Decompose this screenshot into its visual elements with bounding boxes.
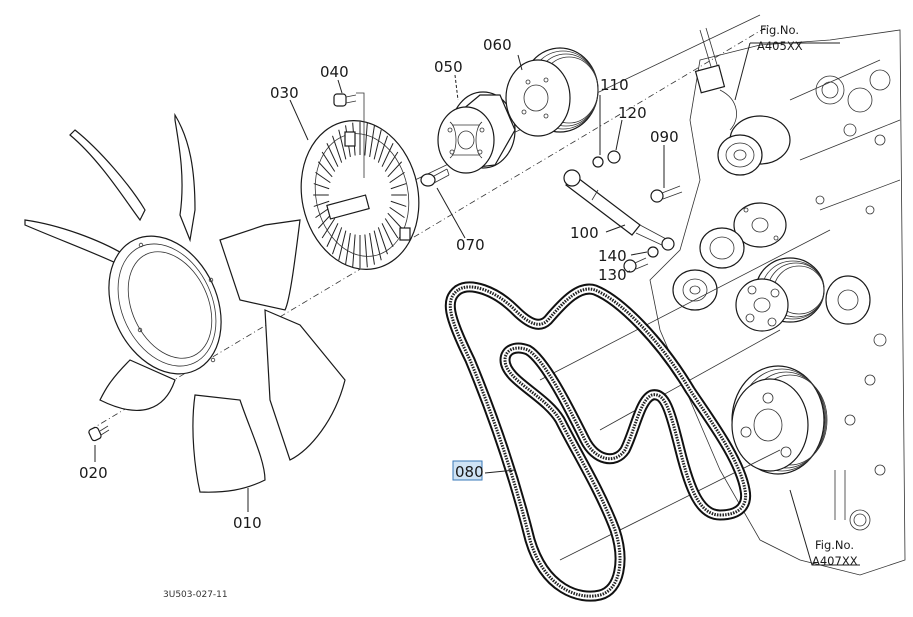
cooling-fin: [390, 183, 407, 190]
label-120[interactable]: 120: [618, 104, 647, 122]
bolt-070: [420, 168, 450, 187]
right-idler-pulley: [825, 275, 871, 325]
cooling-fin: [384, 218, 399, 239]
callout-labels: 030 040 050 060 110 120 090 100 140 130 …: [79, 23, 858, 600]
label-010[interactable]: 010: [233, 514, 262, 532]
label-050[interactable]: 050: [434, 58, 463, 76]
cooling-fin: [384, 151, 399, 172]
cooling-fin: [313, 200, 330, 207]
label-080[interactable]: 080: [455, 463, 484, 481]
cooling-fin: [364, 234, 368, 268]
alternator-pulley: [735, 257, 825, 332]
leader-lines: [94, 42, 860, 566]
cooling-fin: [369, 125, 375, 158]
nut-120: [607, 150, 621, 164]
cooling-fin: [317, 161, 333, 178]
label-060[interactable]: 060: [483, 36, 512, 54]
cooling-fin: [390, 200, 407, 207]
label-100[interactable]: 090: [650, 128, 679, 146]
belt-080: [444, 281, 752, 602]
fan-pulley-060: [505, 47, 599, 137]
cooling-fin: [313, 183, 330, 190]
cooling-fin: [332, 227, 343, 255]
upper-idler-pulley: [717, 115, 791, 176]
washer-110: [592, 156, 604, 168]
label-030[interactable]: 030: [270, 84, 299, 102]
label-080-highlight: [452, 460, 483, 481]
fan-010: [24, 112, 346, 493]
cooling-fin: [338, 230, 347, 261]
engine-block: [649, 27, 906, 576]
cooling-fin: [373, 230, 382, 261]
fig-ref-a407-line1[interactable]: Fig.No.: [815, 538, 854, 552]
washer-140: [647, 246, 659, 258]
fig-ref-a405-line1[interactable]: Fig.No.: [760, 23, 799, 37]
cooling-fin: [381, 223, 394, 247]
bolt-100: [650, 185, 683, 203]
fan-clutch-030: [300, 120, 420, 270]
cooling-fin: [389, 171, 405, 184]
crankshaft-pulley: [731, 365, 828, 475]
cooling-fin: [389, 206, 405, 219]
spacer-050: [437, 91, 516, 174]
cooling-fin: [321, 218, 336, 239]
cooling-fin: [345, 232, 351, 265]
cooling-fin: [373, 129, 382, 160]
water-pump-flange: [733, 202, 787, 248]
cooling-fin: [369, 232, 375, 265]
label-130[interactable]: 130: [598, 266, 627, 284]
cooling-fin: [321, 151, 336, 172]
cooling-fin: [352, 234, 356, 268]
cooling-fin: [377, 227, 388, 255]
cooling-fin: [332, 135, 343, 163]
fig-ref-a407-line2[interactable]: A407XX: [812, 554, 858, 568]
bolt-020: [88, 425, 110, 442]
drawing-code: 3U503-027-11: [163, 590, 228, 600]
cooling-fin: [387, 212, 403, 229]
cooling-fin: [364, 122, 368, 156]
bolt-040: [333, 92, 365, 178]
label-020[interactable]: 020: [79, 464, 108, 482]
label-090[interactable]: 100: [570, 224, 599, 242]
label-140[interactable]: 140: [598, 247, 627, 265]
label-110[interactable]: 110: [600, 76, 629, 94]
cooling-fin: [326, 223, 339, 247]
fig-ref-a405-line2[interactable]: A405XX: [757, 39, 803, 53]
bolt-130: [623, 257, 649, 273]
label-040[interactable]: 040: [320, 63, 349, 81]
tensioner-090: [563, 169, 675, 251]
cooling-fin: [381, 143, 394, 167]
cooling-fin: [315, 171, 331, 184]
cooling-fin: [377, 135, 388, 163]
idler-pulleys: [672, 227, 745, 311]
label-070[interactable]: 070: [456, 236, 485, 254]
cooling-fin: [338, 129, 347, 160]
